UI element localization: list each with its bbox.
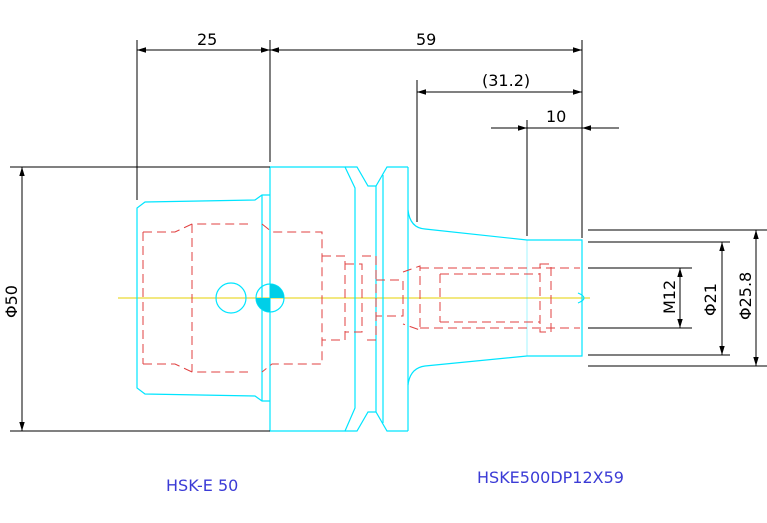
hidden-lines — [142, 223, 580, 373]
part-outline — [136, 166, 585, 432]
label-part-number: HSKE500DP12X59 — [477, 468, 624, 487]
dimension-lines — [10, 40, 767, 432]
dim-59: 59 — [416, 30, 436, 49]
dim-31-2: (31.2) — [482, 71, 530, 90]
dim-m12: M12 — [660, 280, 679, 314]
dim-10: 10 — [546, 107, 566, 126]
dim-phi21: Φ21 — [701, 283, 720, 316]
dim-phi25-8: Φ25.8 — [736, 272, 755, 320]
dim-25: 25 — [197, 30, 217, 49]
dim-phi50: Φ50 — [2, 285, 21, 318]
gauge-symbol — [256, 284, 284, 312]
label-hsk-e50: HSK-E 50 — [166, 476, 238, 495]
